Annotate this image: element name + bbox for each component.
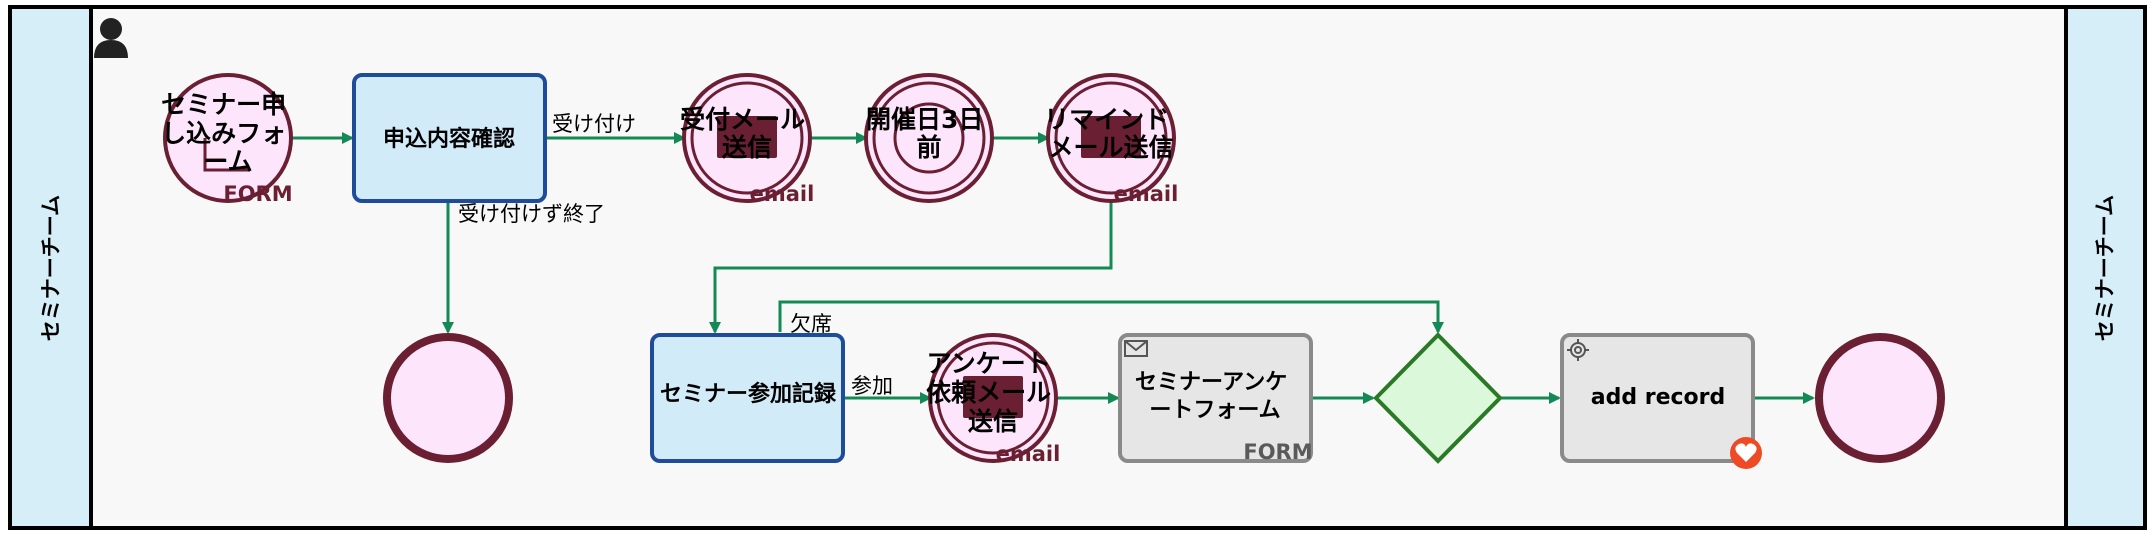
three-days-before-line-1: 開催日3日 (866, 105, 983, 134)
add-record-task[interactable]: add record (1560, 333, 1762, 469)
form-start-line-3: ーム (203, 147, 252, 176)
svg-text:受付メール 送信: 受付メール 送信 (680, 105, 814, 162)
svg-text:アンケート 依頼メール 送信: アンケート 依頼メール 送信 (926, 349, 1060, 436)
attendance-task-label: セミナー参加記録 (660, 381, 837, 407)
end-event-final[interactable] (1815, 333, 1945, 463)
three-days-before-line-2: 前 (916, 133, 941, 162)
user-icon (94, 18, 128, 58)
form-icon (203, 138, 250, 172)
add-record-label: add record (1591, 385, 1726, 410)
accept-email-line-2: 送信 (722, 133, 772, 162)
accept-email-tag: email (750, 182, 815, 206)
form-start-tag: FORM (223, 182, 292, 206)
svg-text:リマインド メール送信: リマインド メール送信 (1044, 105, 1178, 162)
reminder-email-line-2: メール送信 (1048, 133, 1173, 162)
form-start-line-1: セミナー申 (161, 90, 286, 119)
clock-icon (893, 102, 965, 174)
survey-form-line-1: セミナーアンケ (1135, 370, 1287, 395)
survey-email-line-2: 依頼メール (926, 378, 1051, 407)
survey-form-task[interactable]: セミナーアンケ ートフォーム FORM (1118, 333, 1313, 464)
lane-label-left: セミナーチーム (39, 195, 63, 341)
flow-reminder-to-attendance[interactable] (709, 201, 1113, 334)
reminder-email-event[interactable]: リマインド メール送信 email (1044, 73, 1179, 206)
reminder-email-tag: email (1114, 182, 1179, 206)
lane-header-left[interactable] (8, 5, 93, 530)
end-event-not-accepted[interactable] (383, 333, 513, 463)
heart-badge-icon[interactable] (1730, 437, 1762, 469)
flow-label-absent: 欠席 (790, 312, 832, 336)
confirm-task-label: 申込内容確認 (383, 126, 515, 152)
envelope-icon (1081, 116, 1141, 158)
survey-email-tag: email (996, 442, 1061, 466)
svg-text:開催日3日 前: 開催日3日 前 (866, 105, 992, 162)
envelope-icon (717, 116, 777, 158)
reminder-email-line-1: リマインド (1044, 105, 1169, 134)
accept-email-event[interactable]: 受付メール 送信 email (680, 73, 815, 206)
form-start-line-2: し込みフォ (161, 119, 286, 148)
survey-email-event[interactable]: アンケート 依頼メール 送信 email (926, 333, 1061, 466)
lane-label-right: セミナーチーム (2093, 195, 2117, 341)
attendance-record-task[interactable]: セミナー参加記録 (650, 333, 845, 463)
exclusive-gateway[interactable] (1373, 332, 1503, 464)
survey-email-line-3: 送信 (968, 407, 1018, 436)
envelope-icon (1124, 340, 1148, 357)
svg-text:セミナーアンケ ートフォーム: セミナーアンケ ートフォーム (1135, 370, 1295, 423)
survey-form-tag: FORM (1243, 440, 1312, 464)
flow-label-accept: 受け付け (552, 112, 636, 136)
gear-icon (1567, 339, 1589, 361)
flow-absent-to-gateway[interactable] (778, 300, 1444, 334)
accept-email-line-1: 受付メール (680, 105, 805, 134)
svg-text:セミナー申 し込みフォ ーム: セミナー申 し込みフォ ーム (161, 90, 295, 176)
confirm-task[interactable]: 申込内容確認 (352, 73, 547, 203)
flow-label-not-accepted: 受け付けず終了 (458, 202, 605, 226)
three-days-before-timer-event[interactable]: 開催日3日 前 (864, 73, 994, 203)
form-start-event[interactable]: セミナー申 し込みフォ ーム FORM (161, 73, 295, 206)
envelope-icon (963, 376, 1023, 418)
survey-form-line-2: ートフォーム (1149, 398, 1280, 423)
lane-header-right[interactable] (2064, 5, 2147, 530)
flow-label-participate: 参加 (851, 374, 893, 398)
survey-email-line-1: アンケート (927, 349, 1051, 378)
